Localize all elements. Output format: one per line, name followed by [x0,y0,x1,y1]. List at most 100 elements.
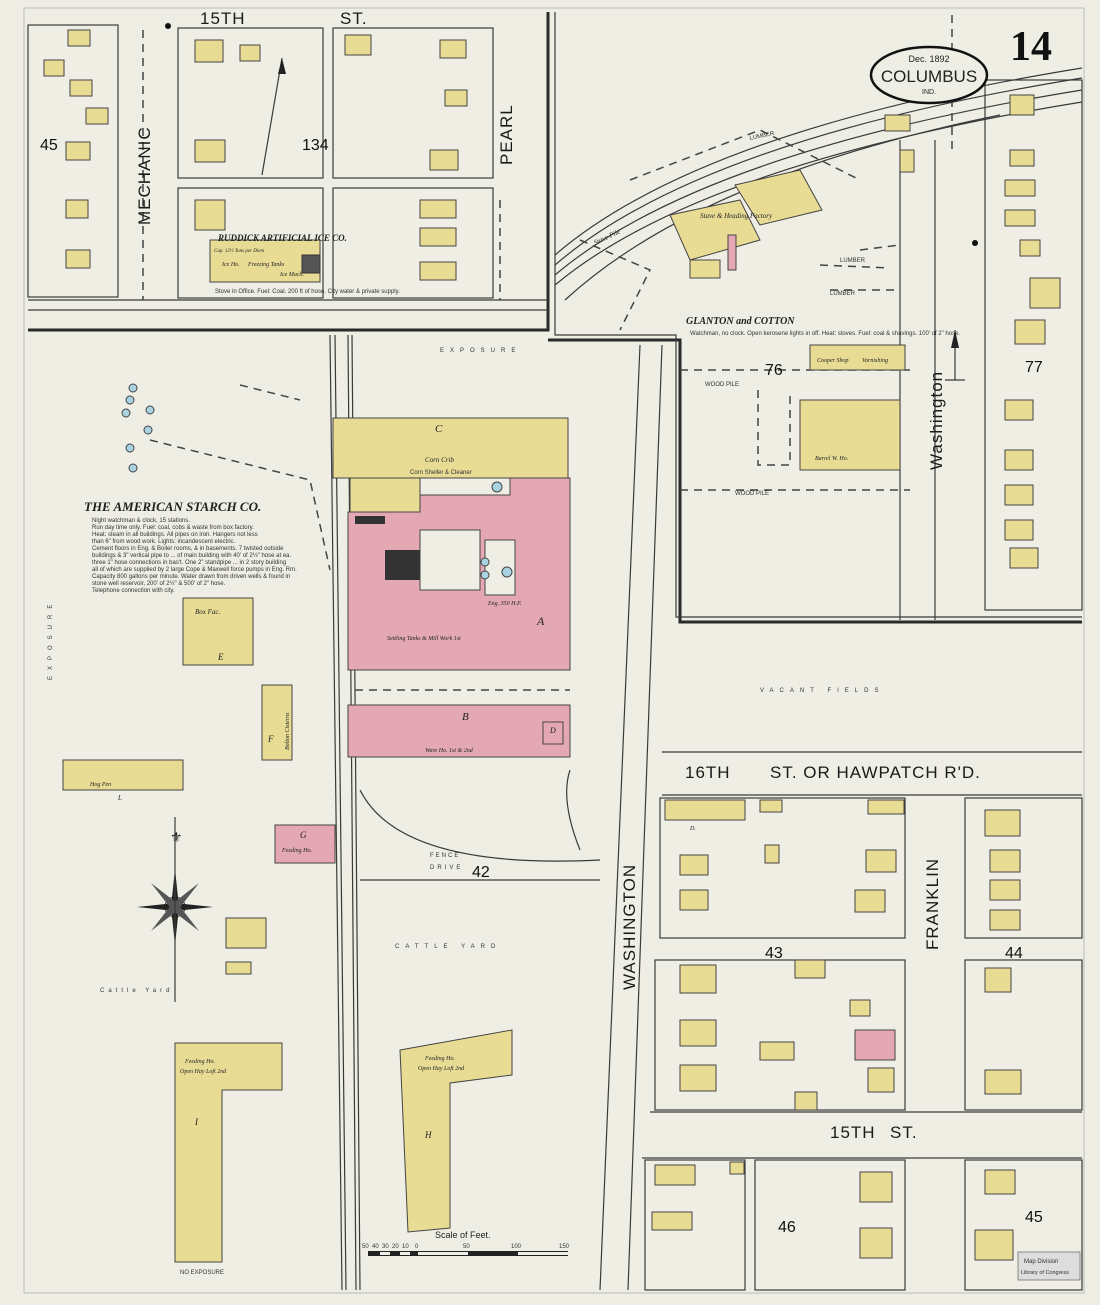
warehouse-label: Ware Ho. 1st & 2nd [425,748,474,754]
svg-text:than 6" from wood work. Lights: than 6" from wood work. Lights: incandes… [92,539,236,545]
sheet-city: COLUMBUS [881,67,977,86]
block-number: 134 [302,137,329,154]
lumber-label: LUMBER [840,258,866,264]
svg-text:Heat: steam in all buildings.: Heat: steam in all buildings. All pipes … [92,532,258,538]
svg-text:0: 0 [415,1244,419,1250]
svg-text:Night watchman & clock, 15 sta: Night watchman & clock, 15 stations. [92,518,190,524]
inset-frames [28,12,1082,624]
feeding-house-label: Feeding Ho. [281,848,312,854]
varnishing-label: Varnishing [862,358,888,364]
building-label-f: F [267,734,274,744]
block-number: 45 [1025,1209,1043,1226]
wood-pile-label: WOOD PILE [705,382,739,388]
wood-pile-label: WOOD PILE [735,491,769,497]
feeding-house-label: Feeding Ho. [184,1059,215,1065]
street-label-16th: 16TH [685,763,731,782]
svg-text:150: 150 [559,1244,570,1250]
block-number: 44 [1005,945,1023,962]
ice-house-label: Ice Ho. [221,262,240,268]
lower-blocks [644,797,1083,1291]
street-label-washington-upper: Washington [927,371,946,470]
ice-company-name: RUDDICK ARTIFICIAL ICE CO. [217,233,347,243]
vacant-fields-label: VACANT FIELDS [760,688,884,694]
building-label-c: C [435,423,443,435]
open-hay-loft-label: Open Hay Loft 2nd [180,1068,227,1075]
glanton-cotton-name: GLANTON and COTTON [686,316,795,327]
glanton-notes: Watchman, no clock. Open kerosene lights… [690,331,960,337]
barrel-warehouse-label: Barrel W. Ho. [815,456,848,462]
building-label-l: L [117,794,122,802]
sheet-border [23,7,1085,1294]
box-factory-label: Box Fac. [195,608,221,616]
building-label-d: D [549,726,556,735]
sheet-date: Dec. 1892 [908,54,949,64]
block-number: 77 [1025,359,1043,376]
street-lines [642,751,1082,1159]
svg-text:stone well reservoir, 200' of: stone well reservoir, 200' of 2½" & 500'… [92,580,226,587]
ice-notes: Stove in Office. Fuel: Coal. 200 ft of h… [215,289,400,295]
sheet-number: 14 [1010,24,1052,70]
inset-northwest [27,24,548,311]
svg-text:100: 100 [511,1244,522,1250]
ice-capacity: Cap. 12½ Tons per Diem [214,249,264,254]
cattle-yard-label: CATTLE YARD [395,944,501,950]
block-number: 43 [765,945,783,962]
svg-text:Library of Congress: Library of Congress [1021,1270,1069,1276]
bolton-cisterns-label: Bolton Cisterns [285,712,291,750]
scale-title: Scale of Feet. [435,1230,491,1240]
svg-text:Cement floors in Eng. & Boiler: Cement floors in Eng. & Boiler rooms, & … [92,546,284,552]
svg-text:20: 20 [392,1244,399,1250]
sheet-title-cartouche: Dec. 1892 COLUMBUS IND. [869,45,989,105]
open-hay-loft-label: Open Hay Loft 2nd [418,1065,465,1072]
building-label-e: E [217,652,224,662]
scale-bar: Scale of Feet. 50 40 30 20 10 0 50 100 1… [362,1230,570,1256]
hydrant-icon [972,240,978,246]
settling-tanks-label: Settling Tanks & Mill Work 1st [387,636,461,642]
street-label-st: ST. [340,9,368,28]
no-exposure-label: NO EXPOSURE [180,1270,224,1276]
building-label-b: B [462,711,469,723]
building-label-g: G [300,830,307,840]
washington-street [599,344,663,1291]
svg-text:Map Division: Map Division [1024,1259,1058,1265]
fence-label: FENCE [430,853,460,859]
corn-sheller-label: Corn Sheller & Cleaner [410,470,472,476]
ice-mach-label: Ice Mach. [279,272,304,278]
american-starch-company [62,383,601,1263]
svg-text:Capacity 800 gallons per minut: Capacity 800 gallons per minute. Water d… [92,574,290,580]
svg-text:Telephone connection with city: Telephone connection with city. [92,588,175,594]
starch-notes: Night watchman & clock, 15 stations. Run… [92,518,297,594]
street-label-franklin: FRANKLIN [923,858,942,950]
starch-company-name: THE AMERICAN STARCH CO. [84,499,261,514]
street-label-hawpatch: ST. OR HAWPATCH R'D. [770,763,981,782]
hog-pen-label: Hog Pen [89,782,111,788]
compass-rose-icon: ⚜ [137,817,213,1002]
street-label-mechanic: MECHANIC [135,126,154,225]
street-label-pearl: PEARL [497,104,516,165]
svg-text:30: 30 [382,1244,389,1250]
inset-northeast [554,15,1083,620]
block-number: 46 [778,1219,796,1236]
svg-text:50: 50 [463,1244,470,1250]
svg-text:all of which are supplied by 2: all of which are supplied by 2 large Cop… [92,567,297,573]
library-stamp: Map Division Library of Congress [1017,1251,1081,1281]
street-label-washington-lower: WASHINGTON [620,864,639,990]
railroad-tracks [329,334,361,1291]
svg-text:buildings & 3" vertical pipe t: buildings & 3" vertical pipe to ... of m… [92,552,292,559]
hydrant-icon [165,23,171,29]
engine-label: Eng. 350 H.P. [487,601,521,607]
exposure-label: EXPOSURE [440,348,521,354]
svg-text:50: 50 [362,1244,369,1250]
dwelling-label: D. [689,826,696,832]
svg-text:10: 10 [402,1244,409,1250]
street-label-15th-bottom: 15TH [830,1123,876,1142]
street-label-15th: 15TH [200,9,246,28]
svg-text:Run day time only. Fuel: coal,: Run day time only. Fuel: coal, cobs & wa… [92,525,254,531]
block-number: 42 [472,864,490,881]
cattle-yard-label: Cattle Yard [100,988,173,994]
north-fleur-icon: ⚜ [170,829,183,845]
lumber-label: LUMBER [830,291,856,297]
corn-crib-label: Corn Crib [425,456,454,464]
exposure-label: EXPOSURE [48,599,54,680]
